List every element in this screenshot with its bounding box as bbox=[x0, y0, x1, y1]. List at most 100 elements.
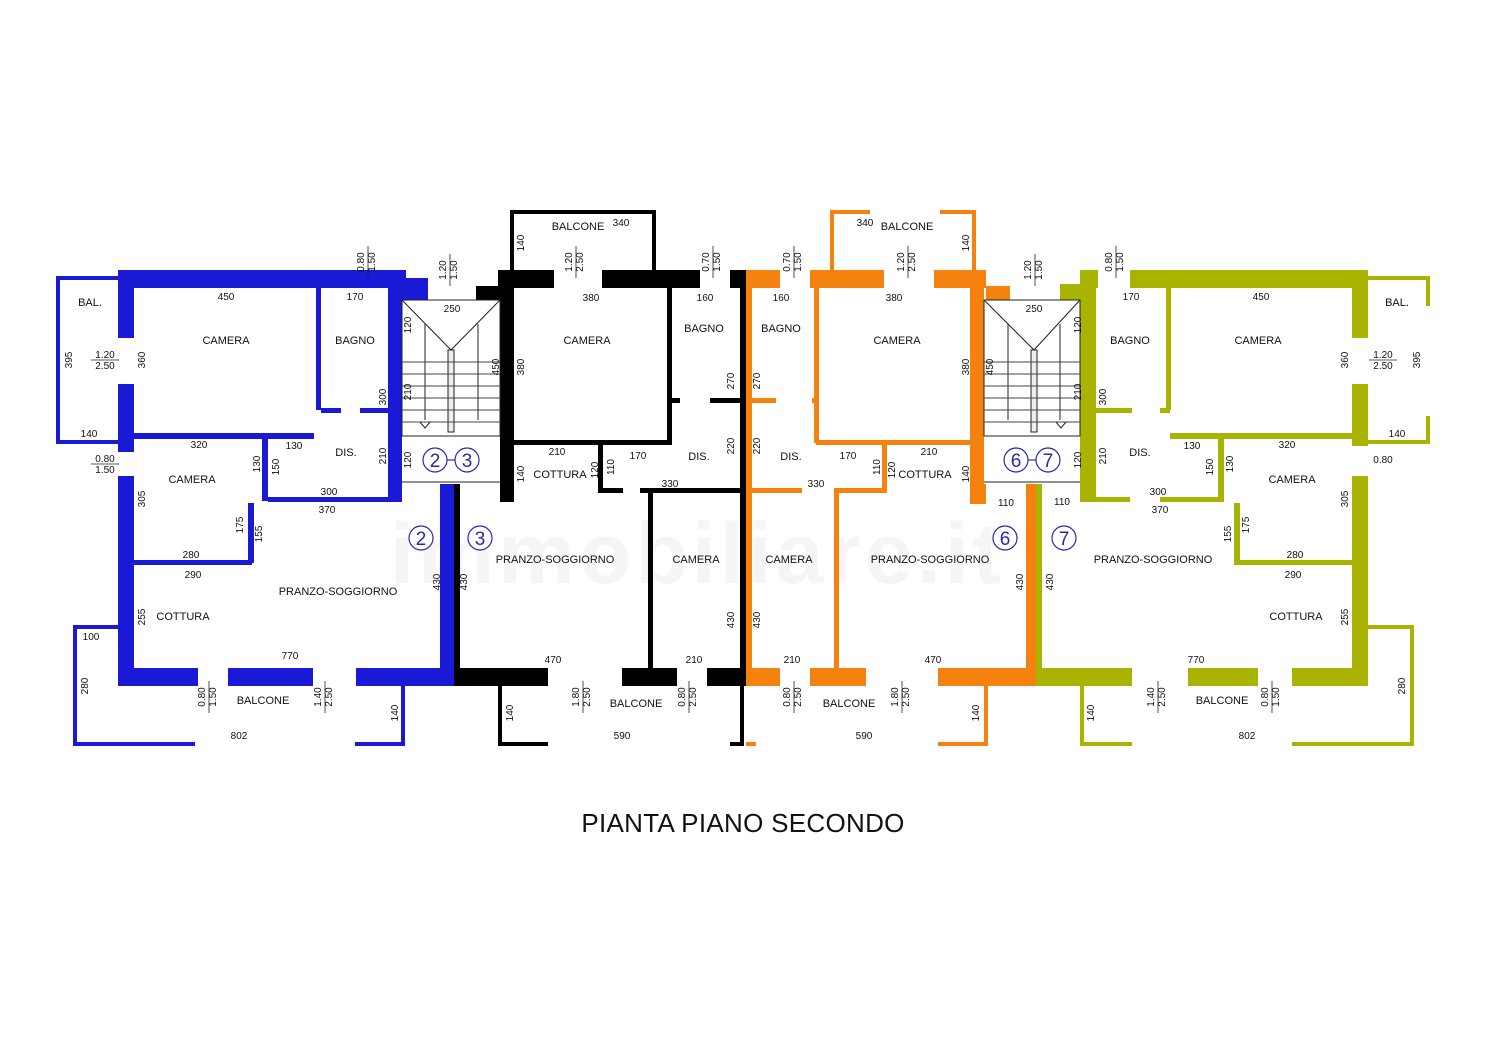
dimension-label: 210 bbox=[549, 447, 566, 458]
room-label: PRANZO-SOGGIORNO bbox=[871, 554, 990, 566]
unit-badges: 2 3 6 7 bbox=[408, 525, 1077, 551]
room-label: BAL. bbox=[1385, 297, 1409, 309]
dimension-label: 170 bbox=[630, 451, 647, 462]
dimension-label-vertical: 220 bbox=[726, 437, 737, 454]
dimension-label-vertical: 150 bbox=[1205, 458, 1216, 475]
dimension-label: 470 bbox=[925, 655, 942, 666]
opening-width: 1.40 bbox=[313, 687, 324, 707]
dimension-label-vertical: 140 bbox=[390, 704, 401, 721]
dimension-label-vertical: 430 bbox=[432, 573, 443, 590]
dimension-label-vertical: 210 bbox=[1073, 383, 1084, 400]
dimension-label: 160 bbox=[773, 293, 790, 304]
opening-width: 0.70 bbox=[782, 252, 793, 272]
dimension-label-vertical: 430 bbox=[1015, 573, 1026, 590]
dimension-label-vertical: 210 bbox=[1098, 447, 1109, 464]
opening-width: 0.80 bbox=[677, 687, 688, 707]
svg-text:2: 2 bbox=[430, 451, 441, 472]
opening-height: 1.50 bbox=[712, 252, 723, 272]
opening-height: 2.50 bbox=[324, 687, 335, 707]
svg-text:6: 6 bbox=[1000, 529, 1011, 550]
room-label: COTTURA bbox=[1269, 611, 1323, 623]
dimension-label: 320 bbox=[1279, 440, 1296, 451]
dimension-label-vertical: 130 bbox=[252, 455, 263, 472]
svg-text:3: 3 bbox=[462, 451, 473, 472]
dimension-label-vertical: 175 bbox=[1241, 516, 1252, 533]
opening-width: 1.20 bbox=[1023, 260, 1034, 280]
opening-height: 2.50 bbox=[1157, 687, 1168, 707]
dimension-label-vertical: 270 bbox=[726, 372, 737, 389]
room-label: BALCONE bbox=[610, 698, 663, 710]
opening-height: 1.50 bbox=[367, 252, 378, 272]
opening-width: 0.80 bbox=[1104, 252, 1115, 272]
opening-width: 1.20 bbox=[564, 252, 575, 272]
dimension-label-vertical: 380 bbox=[516, 358, 527, 375]
room-label: BAGNO bbox=[335, 335, 375, 347]
room-label: COTTURA bbox=[533, 469, 587, 481]
dimension-label-vertical: 120 bbox=[403, 316, 414, 333]
room-label: BALCONE bbox=[823, 698, 876, 710]
opening-height: 1.50 bbox=[449, 260, 460, 280]
unit-number-badge: 2 bbox=[408, 525, 434, 551]
opening-height: 2.50 bbox=[95, 361, 115, 372]
dimension-label: 110 bbox=[998, 498, 1014, 509]
opening-width: 1.20 bbox=[1373, 350, 1393, 361]
dimension-label-vertical: 380 bbox=[961, 358, 972, 375]
dimension-label: 380 bbox=[583, 293, 600, 304]
opening-height: 2.50 bbox=[1373, 361, 1393, 372]
staircase-2-3 bbox=[401, 299, 501, 483]
room-label: DIS. bbox=[1129, 447, 1150, 459]
opening-size: 1.202.50 bbox=[91, 350, 119, 372]
dimension-label: 590 bbox=[856, 731, 873, 742]
dimension-label-vertical: 175 bbox=[235, 516, 246, 533]
dimension-label: 370 bbox=[319, 505, 336, 516]
room-label: PRANZO-SOGGIORNO bbox=[1094, 554, 1213, 566]
room-label: CAMERA bbox=[563, 335, 611, 347]
dimension-label-vertical: 120 bbox=[403, 451, 414, 468]
stair-badge-2-3: 2 3 bbox=[422, 447, 480, 473]
dimension-label-vertical: 210 bbox=[403, 383, 414, 400]
dimension-label-vertical: 140 bbox=[971, 704, 982, 721]
opening-height: 2.50 bbox=[907, 252, 918, 272]
dimension-label: 370 bbox=[1152, 505, 1169, 516]
room-label: CAMERA bbox=[672, 554, 720, 566]
dimension-label: 770 bbox=[1188, 655, 1205, 666]
dimension-label-vertical: 140 bbox=[505, 704, 516, 721]
dimension-label: 210 bbox=[921, 447, 938, 458]
room-label: COTTURA bbox=[156, 611, 210, 623]
staircase-6-7 bbox=[983, 299, 1081, 483]
dimension-label-vertical: 140 bbox=[516, 234, 527, 251]
unit-number-badge: 3 bbox=[467, 525, 493, 551]
room-label: BAL. bbox=[78, 297, 102, 309]
dimension-label: 340 bbox=[613, 218, 630, 229]
unit-number-badge: 7 bbox=[1051, 525, 1077, 551]
room-label: DIS. bbox=[780, 451, 801, 463]
dimension-label: 170 bbox=[1123, 292, 1140, 303]
room-label: CAMERA bbox=[168, 474, 216, 486]
room-label: CAMERA bbox=[873, 335, 921, 347]
opening-width: 0.70 bbox=[701, 252, 712, 272]
room-label: PRANZO-SOGGIORNO bbox=[496, 554, 615, 566]
opening-height: 1.50 bbox=[793, 252, 804, 272]
unit-2-walls bbox=[56, 270, 455, 746]
dimension-label: 470 bbox=[545, 655, 562, 666]
opening-height: 2.50 bbox=[582, 687, 593, 707]
dimension-label: 140 bbox=[1389, 429, 1406, 440]
opening-width: 0.80 bbox=[95, 454, 115, 465]
dimension-label: 300 bbox=[321, 487, 338, 498]
room-label: BAGNO bbox=[761, 323, 801, 335]
unit-3-walls bbox=[454, 210, 746, 746]
dimension-label-vertical: 120 bbox=[1073, 316, 1084, 333]
dimension-label: 330 bbox=[662, 479, 679, 490]
dimension-label: 170 bbox=[840, 451, 857, 462]
opening-size: 1.202.50 bbox=[1369, 350, 1397, 372]
dimension-label-vertical: 210 bbox=[378, 447, 389, 464]
dimension-label: 770 bbox=[282, 651, 299, 662]
room-label: BAGNO bbox=[684, 323, 724, 335]
